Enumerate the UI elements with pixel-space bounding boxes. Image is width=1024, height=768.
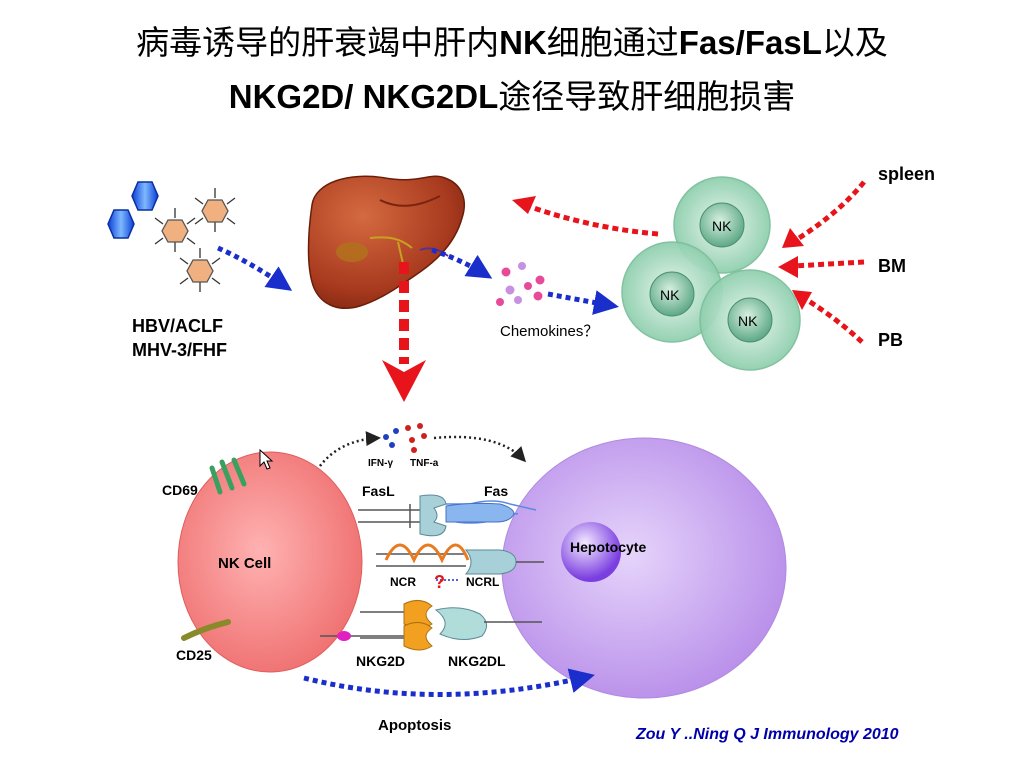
virus-label-1: HBV/ACLF	[132, 316, 223, 336]
question-mark: ?	[434, 572, 445, 592]
virus-icon	[107, 181, 236, 292]
cytokine-arrow-left	[319, 431, 381, 467]
apoptosis-label: Apoptosis	[378, 717, 451, 734]
liver-image	[307, 175, 466, 309]
spleen-label: spleen	[878, 164, 936, 184]
nk-label-1: NK	[712, 218, 732, 234]
title-text-1d: Fas/FasL	[678, 24, 822, 61]
cd69-label: CD69	[162, 482, 198, 498]
citation: Zou Y ..Ning Q J Immunology 2010	[636, 726, 899, 743]
bm-arrow	[778, 256, 865, 278]
pb-arrow	[792, 290, 864, 344]
bm-label: BM	[878, 256, 906, 276]
nk-cell-label: NK Cell	[218, 555, 271, 572]
title-line-2: NKG2D/ NKG2DL途径导致肝细胞损害	[0, 70, 1024, 118]
nk-label-3: NK	[738, 313, 758, 329]
hepatocyte-nucleus	[561, 522, 621, 582]
ncr-label: NCR	[390, 575, 416, 589]
nkg2dl-label: NKG2DL	[448, 653, 506, 669]
title-text-1b: NK	[499, 24, 547, 61]
pb-label: PB	[878, 330, 904, 350]
ifn-label: IFN-γ	[368, 458, 393, 469]
cd25-receptor-icon	[181, 619, 231, 641]
nk-to-liver-arrow	[512, 196, 659, 237]
ncrl-label: NCRL	[466, 575, 499, 589]
apoptosis-arrow	[303, 668, 595, 697]
title-text-2b: 途径导致肝细胞损害	[498, 77, 796, 116]
ncr-ncrl-receptor	[376, 543, 544, 581]
title-text-1c: 细胞通过	[546, 23, 679, 62]
cytokine-dots	[383, 423, 427, 453]
nkg2d-label: NKG2D	[356, 653, 405, 669]
virus-to-liver-arrow	[216, 245, 293, 291]
fasl-label: FasL	[362, 483, 395, 499]
hepatocyte-label: Hepotocyte	[570, 539, 646, 555]
cd69-receptor-icon	[209, 457, 247, 495]
chemokines-to-nk-arrow	[547, 290, 619, 315]
title-line-1: 病毒诱导的肝衰竭中肝内NK细胞通过Fas/FasL以及	[0, 16, 1024, 64]
liver-to-cells-arrow	[382, 262, 426, 402]
hepatocyte-cell	[501, 437, 787, 699]
chemokine-dots	[496, 262, 545, 306]
fas-label: Fas	[484, 483, 508, 499]
nk-label-2: NK	[660, 287, 680, 303]
nkg2d-nkg2dl-receptor	[320, 600, 542, 651]
liver-to-chemokines-arrow	[431, 247, 493, 279]
nk-cell	[177, 451, 363, 673]
spleen-arrow	[782, 180, 866, 248]
virus-label-2: MHV-3/FHF	[132, 340, 228, 360]
title-text-1e: 以及	[821, 23, 888, 62]
title-text-2a: NKG2D/ NKG2DL	[228, 78, 499, 115]
mouse-cursor-icon	[259, 448, 274, 470]
nk-cluster: NK NK NK	[621, 176, 801, 371]
chemokines-label: Chemokines？	[500, 323, 599, 340]
tnf-label: TNF-a	[410, 458, 439, 469]
cytokine-arrow-right	[433, 435, 527, 463]
cd25-label: CD25	[176, 647, 212, 663]
fasl-fas-receptor	[358, 494, 537, 537]
title-text-1a: 病毒诱导的肝衰竭中肝内	[136, 23, 500, 62]
